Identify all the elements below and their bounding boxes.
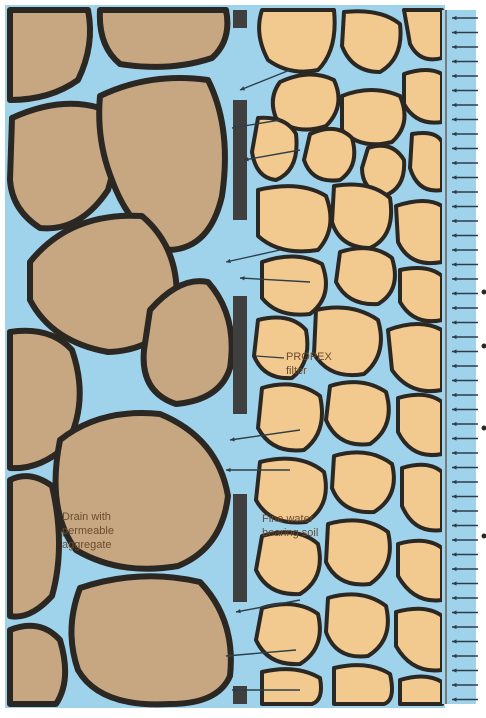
drain-label-line3: aggregate xyxy=(62,539,112,551)
drain-label-line1: Drain with xyxy=(62,511,111,523)
filter-segment xyxy=(233,296,247,414)
soil-particle xyxy=(400,676,442,704)
filter-segment xyxy=(233,494,247,602)
soil-particle xyxy=(326,382,389,444)
soil-particle xyxy=(252,118,297,180)
soil-face-strip xyxy=(442,10,476,704)
soil-face xyxy=(442,10,476,704)
soil-particle xyxy=(410,133,442,191)
margin-dot xyxy=(482,344,486,349)
soil-particle xyxy=(256,604,320,664)
soil-particle xyxy=(326,520,390,584)
margin-dot xyxy=(482,534,486,539)
coarse-stone xyxy=(10,626,65,704)
coarse-stone xyxy=(71,576,230,704)
soil-particle xyxy=(334,665,392,704)
margin-dot xyxy=(482,426,486,431)
coarse-stone xyxy=(10,476,59,616)
soil-particle xyxy=(259,10,335,72)
margin-dots xyxy=(482,290,486,539)
soil-particle xyxy=(258,384,322,450)
coarse-stone xyxy=(144,281,232,404)
soil-particle xyxy=(262,669,321,704)
soil-particle xyxy=(336,248,395,304)
soil-particle xyxy=(400,268,442,321)
coarse-stone xyxy=(100,10,228,67)
soil-particle xyxy=(332,185,391,249)
filter-label-line2: filter xyxy=(286,365,307,377)
drain-label-line2: permeable xyxy=(62,525,114,537)
soil-particle xyxy=(258,186,331,251)
filter-label-line1: PROPEX xyxy=(286,351,333,363)
soil-label-line1: Fine water xyxy=(262,513,314,525)
soil-particle xyxy=(256,532,320,594)
soil-particle xyxy=(404,70,442,123)
soil-particle xyxy=(262,256,326,314)
soil-particle xyxy=(342,11,401,72)
filter-segment xyxy=(233,10,247,28)
soil-particle xyxy=(332,452,394,512)
soil-particle xyxy=(304,129,354,181)
margin-dot xyxy=(482,290,486,295)
soil-label-line2: bearing soil xyxy=(262,527,318,539)
soil-particle xyxy=(326,594,388,656)
propex-filter xyxy=(233,10,247,704)
soil-particle xyxy=(314,308,381,376)
